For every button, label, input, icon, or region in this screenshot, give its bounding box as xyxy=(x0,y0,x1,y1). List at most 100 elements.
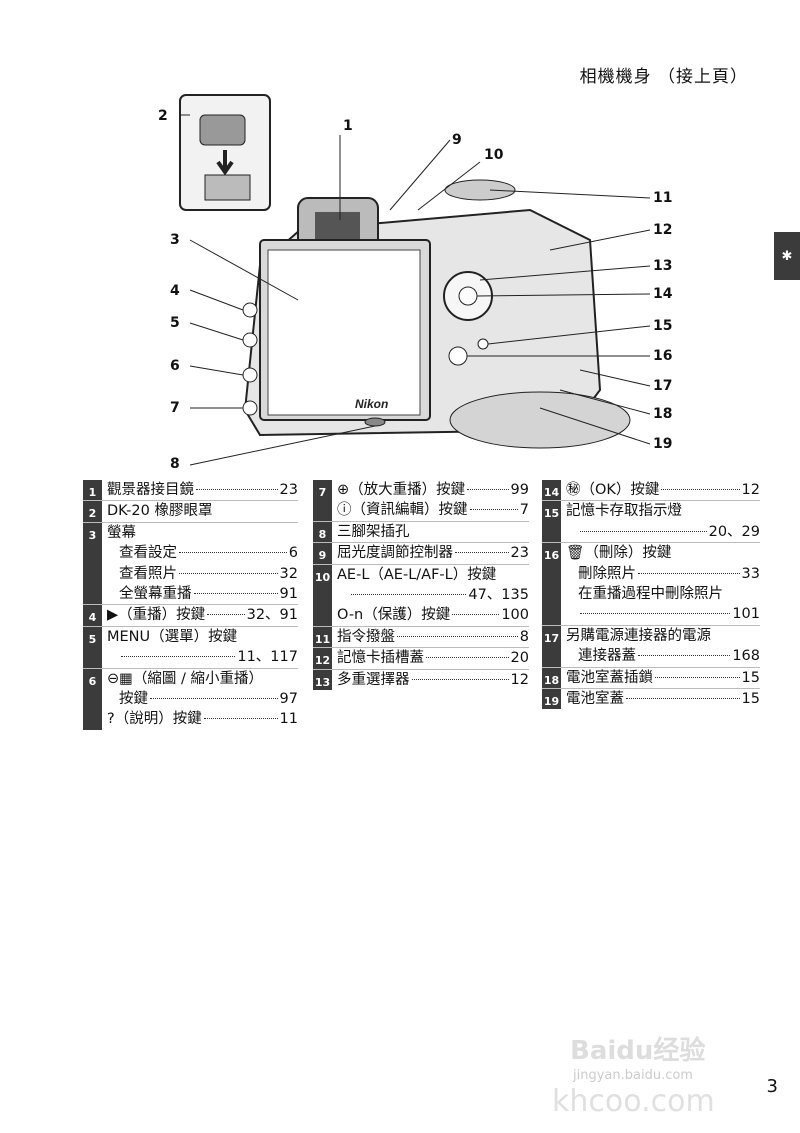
callout-16: 16 xyxy=(653,348,673,364)
callout-8: 8 xyxy=(170,456,180,472)
legend-line: ⊖▦（縮圖 / 縮小重播） xyxy=(107,669,298,689)
watermark-site: khcoo.com xyxy=(552,1084,715,1119)
leader-dots xyxy=(121,656,236,658)
legend-text: O-n（保護）按鍵 xyxy=(337,607,451,624)
leader-dots xyxy=(196,489,278,490)
camera-illustration: Nikon xyxy=(179,94,651,466)
legend-text: MENU（選單）按鍵 xyxy=(107,628,238,645)
legend-text: 屈光度調節控制器 xyxy=(337,545,453,562)
legend-text: ⊖▦（縮圖 / 縮小重播） xyxy=(107,670,263,687)
legend-line: 20、29 xyxy=(566,522,760,542)
page-ref: 11、117 xyxy=(237,649,298,666)
page-ref: 101 xyxy=(732,606,760,623)
page-ref: 20、29 xyxy=(708,523,760,540)
legend-entry: 2 DK-20 橡膠眼罩 xyxy=(83,501,298,523)
leader-dots xyxy=(426,657,509,659)
leader-dots xyxy=(411,678,509,680)
leader-dots xyxy=(351,594,467,596)
callout-9: 9 xyxy=(452,132,462,148)
leader-dots xyxy=(397,635,518,637)
page-ref: 11 xyxy=(279,711,298,728)
brand-logo: Nikon xyxy=(355,397,388,411)
legend-text: 另購電源連接器的電源 xyxy=(566,627,711,644)
legend-text: ?（說明）按鍵 xyxy=(107,711,202,728)
callout-18: 18 xyxy=(653,406,673,422)
legend-number: 11 xyxy=(313,626,332,648)
legend-text: DK-20 橡膠眼罩 xyxy=(107,503,213,520)
page-ref: 12 xyxy=(510,671,529,688)
legend-number: 10 xyxy=(313,564,332,626)
leader-dots xyxy=(467,489,509,490)
leader-dots xyxy=(638,655,731,657)
leader-dots xyxy=(455,552,509,554)
quick-start-icon: ✱ xyxy=(781,248,793,264)
callout-14: 14 xyxy=(653,286,673,302)
legend-number: 16 xyxy=(542,543,561,625)
leader-dots xyxy=(150,698,278,700)
legend-line: 11、117 xyxy=(107,647,298,667)
legend-text: 電池室蓋插鎖 xyxy=(566,669,653,686)
legend-number: 18 xyxy=(542,667,561,689)
legend-text: ⓘ（資訊編輯）按鍵 xyxy=(337,502,468,519)
page-ref: 33 xyxy=(741,565,760,582)
leader-dots xyxy=(580,530,707,532)
legend-number: 6 xyxy=(83,668,102,730)
page-ref: 15 xyxy=(741,691,760,708)
leader-dots xyxy=(207,614,245,616)
leader-dots xyxy=(452,614,500,616)
page-ref: 20 xyxy=(510,650,529,667)
watermark-logo: Baidu经验 xyxy=(570,1036,706,1066)
legend-text: 在重播過程中刪除照片 xyxy=(578,586,723,603)
page-ref: 47、135 xyxy=(468,587,529,604)
callout-2: 2 xyxy=(158,108,168,124)
legend-text: 按鍵 xyxy=(119,691,148,708)
callout-15: 15 xyxy=(653,318,673,334)
legend-line: 101 xyxy=(566,604,760,624)
page-title: 相機機身 （接上頁） xyxy=(579,67,748,87)
legend-text: 刪除照片 xyxy=(578,565,636,582)
legend-number: 2 xyxy=(83,501,102,522)
legend-number: 5 xyxy=(83,626,102,668)
legend-number: 7 xyxy=(313,480,332,521)
legend-number: 17 xyxy=(542,625,561,667)
page-ref: 32 xyxy=(279,565,298,582)
legend-line: 螢幕 xyxy=(107,523,298,543)
callout-3: 3 xyxy=(170,232,180,248)
legend-entry: 5 MENU（選單）按鍵 11、117 xyxy=(83,626,298,669)
page-ref: 12 xyxy=(741,482,760,498)
legend-text: 記憶卡存取指示燈 xyxy=(566,503,682,520)
leader-dots xyxy=(626,698,740,700)
page-ref: 100 xyxy=(501,607,529,624)
page-ref: 6 xyxy=(288,545,298,562)
page-ref: 32、91 xyxy=(246,607,298,624)
legend-text: 三腳架插孔 xyxy=(337,523,410,540)
leader-dots xyxy=(179,572,278,574)
legend-line: 記憶卡存取指示燈 xyxy=(566,501,760,521)
legend-number: 14 xyxy=(542,480,561,501)
legend-line: 🗑（刪除）按鍵 xyxy=(566,543,760,563)
callout-11: 11 xyxy=(653,190,673,206)
legend-line: 47、135 xyxy=(337,585,529,605)
page-ref: 23 xyxy=(279,482,298,498)
leader-dots xyxy=(638,572,740,574)
legend-entry: 16🗑（刪除）按鍵刪除照片 33 在重播過程中刪除照片 101 xyxy=(542,543,760,626)
